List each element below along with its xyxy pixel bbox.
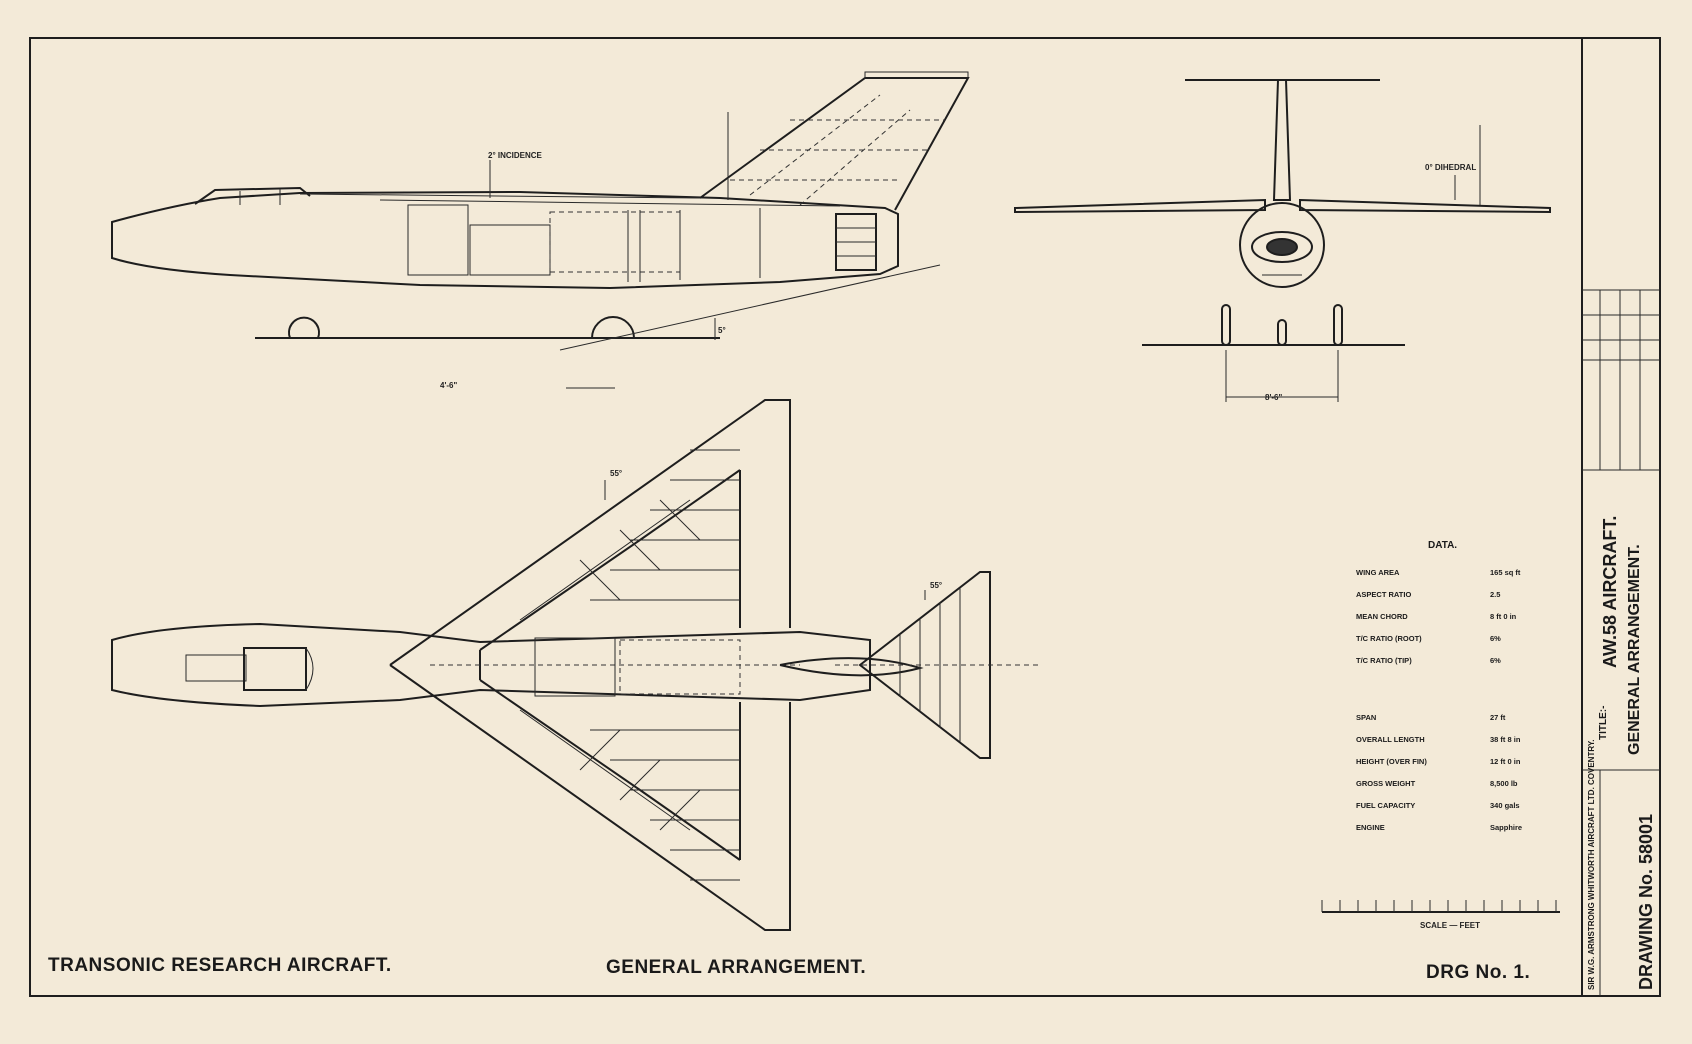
- data-row-label: HEIGHT (OVER FIN): [1356, 757, 1427, 766]
- title-block-label: TITLE:-: [1598, 705, 1609, 740]
- scale-bar: SCALE — FEET: [1321, 900, 1560, 930]
- data-row-label: T/C RATIO (ROOT): [1356, 634, 1422, 643]
- footer-title: TRANSONIC RESEARCH AIRCRAFT.: [48, 955, 392, 976]
- data-row-label: ASPECT RATIO: [1356, 590, 1412, 599]
- data-row-value: 8,500 lb: [1490, 779, 1518, 788]
- data-row-value: 12 ft 0 in: [1490, 757, 1521, 766]
- data-row-value: 38 ft 8 in: [1490, 735, 1521, 744]
- plan-view: 55° 55°: [111, 399, 1040, 931]
- data-table-title: DATA.: [1428, 540, 1458, 551]
- data-row-value: 6%: [1490, 656, 1501, 665]
- title-block-subject: GENERAL ARRANGEMENT.: [1626, 544, 1643, 755]
- wing-sweep-note: 55°: [610, 469, 622, 478]
- scale-caption: SCALE — FEET: [1420, 921, 1480, 930]
- sheet-border: [29, 37, 1661, 997]
- data-row-label: MEAN CHORD: [1356, 612, 1408, 621]
- data-row-value: 2.5: [1490, 590, 1501, 599]
- data-row-value: 165 sq ft: [1490, 568, 1521, 577]
- data-row-value: 27 ft: [1490, 713, 1506, 722]
- side-dimension-note: 4'-6": [440, 381, 457, 390]
- data-row-value: 8 ft 0 in: [1490, 612, 1517, 621]
- title-block-drawing-number: DRAWING No. 58001: [1636, 813, 1656, 990]
- front-dihedral-note: 0° DIHEDRAL: [1425, 163, 1476, 172]
- data-row-label: ENGINE: [1356, 823, 1385, 832]
- front-track-dimension: 8'-6": [1265, 393, 1282, 402]
- data-row-label: T/C RATIO (TIP): [1356, 656, 1412, 665]
- ground-angle-note: 5°: [718, 326, 726, 335]
- front-view: 0° DIHEDRAL 8'-6": [1014, 79, 1551, 402]
- side-view: 2° INCIDENCE 5° 4'-6": [111, 71, 1481, 390]
- data-row-label: GROSS WEIGHT: [1356, 779, 1416, 788]
- data-row-label: SPAN: [1356, 713, 1377, 722]
- side-incidence-note: 2° INCIDENCE: [488, 151, 543, 160]
- data-row-value: Sapphire: [1490, 823, 1523, 832]
- data-row-label: WING AREA: [1356, 568, 1400, 577]
- data-row-label: OVERALL LENGTH: [1356, 735, 1425, 744]
- tail-sweep-note: 55°: [930, 581, 942, 590]
- footer-drawing-number: DRG No. 1.: [1426, 962, 1531, 983]
- data-row-value: 340 gals: [1490, 801, 1520, 810]
- title-block-aircraft: AW.58 AIRCRAFT.: [1600, 515, 1620, 668]
- footer-subject: GENERAL ARRANGEMENT.: [606, 957, 867, 978]
- title-block-company: SIR W.G. ARMSTRONG WHITWORTH AIRCRAFT LT…: [1587, 739, 1596, 991]
- data-row-value: 6%: [1490, 634, 1501, 643]
- data-row-label: FUEL CAPACITY: [1356, 801, 1416, 810]
